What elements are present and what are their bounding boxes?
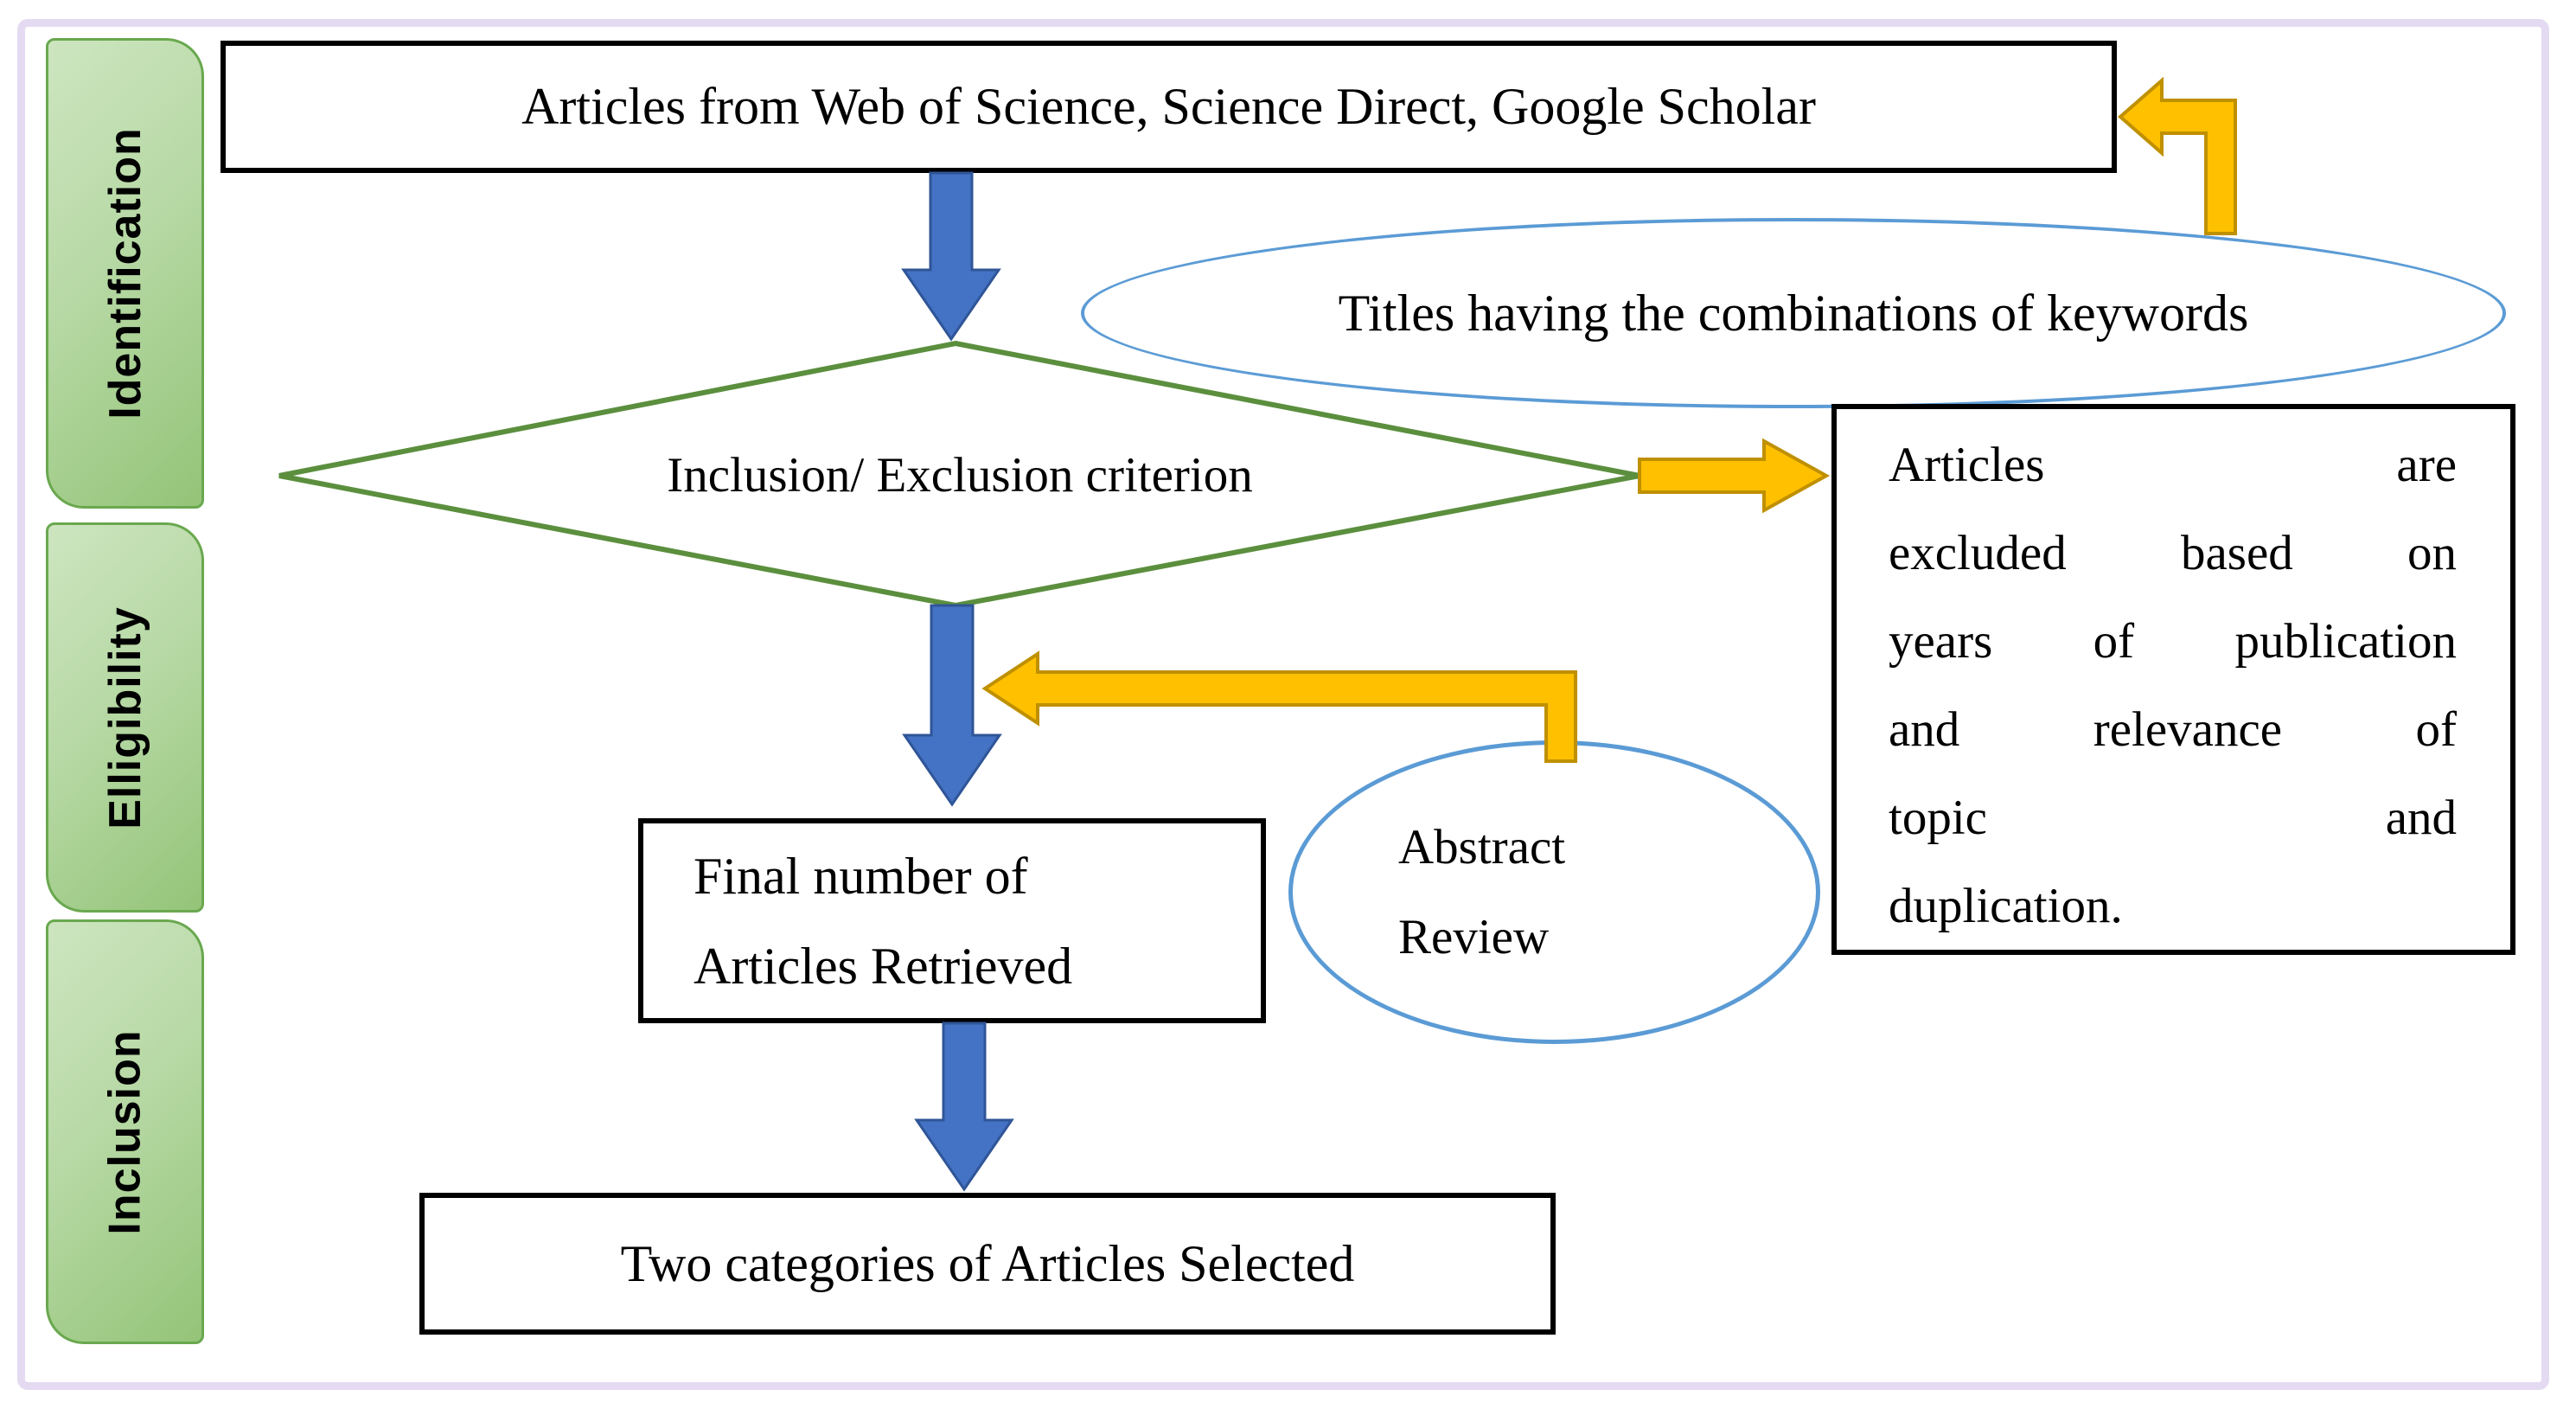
sidebar-tab-eligibility: Elligibility	[46, 522, 204, 913]
abstract-review-ellipse: Abstract Review	[1288, 740, 1820, 1044]
final-box: Final number of Articles Retrieved	[638, 818, 1266, 1023]
sources-box-text: Articles from Web of Science, Science Di…	[521, 78, 1816, 135]
excluded-box-line: topic and	[1889, 791, 2457, 845]
excluded-box: Articles are excluded based on years of …	[1831, 404, 2515, 955]
abstract-ellipse-line: Review	[1398, 909, 1550, 964]
tab-label-inclusion: Inclusion	[99, 1028, 150, 1235]
final-box-line: Articles Retrieved	[694, 937, 1073, 995]
keywords-ellipse: Titles having the combinations of keywor…	[1081, 218, 2506, 408]
criterion-diamond-label: Inclusion/ Exclusion criterion	[667, 448, 1253, 503]
excluded-box-line: Articles are	[1889, 438, 2457, 492]
abstract-ellipse-line: Abstract	[1398, 819, 1566, 874]
excluded-box-line: duplication.	[1889, 879, 2123, 933]
excluded-box-line: and relevance of	[1889, 702, 2457, 757]
selected-box-text: Two categories of Articles Selected	[620, 1234, 1355, 1292]
outer-frame	[17, 19, 2549, 1390]
tab-label-eligibility: Elligibility	[99, 605, 150, 829]
sources-box: Articles from Web of Science, Science Di…	[221, 41, 2117, 173]
tab-label-identification: Identification	[99, 127, 150, 419]
sidebar-tab-identification: Identification	[46, 38, 204, 509]
excluded-box-line: years of publication	[1889, 614, 2457, 669]
selected-box: Two categories of Articles Selected	[419, 1193, 1556, 1335]
sidebar-tab-inclusion: Inclusion	[46, 919, 204, 1344]
final-box-line: Final number of	[694, 847, 1028, 905]
keywords-ellipse-text: Titles having the combinations of keywor…	[1338, 284, 2249, 342]
excluded-box-line: excluded based on	[1889, 526, 2457, 580]
